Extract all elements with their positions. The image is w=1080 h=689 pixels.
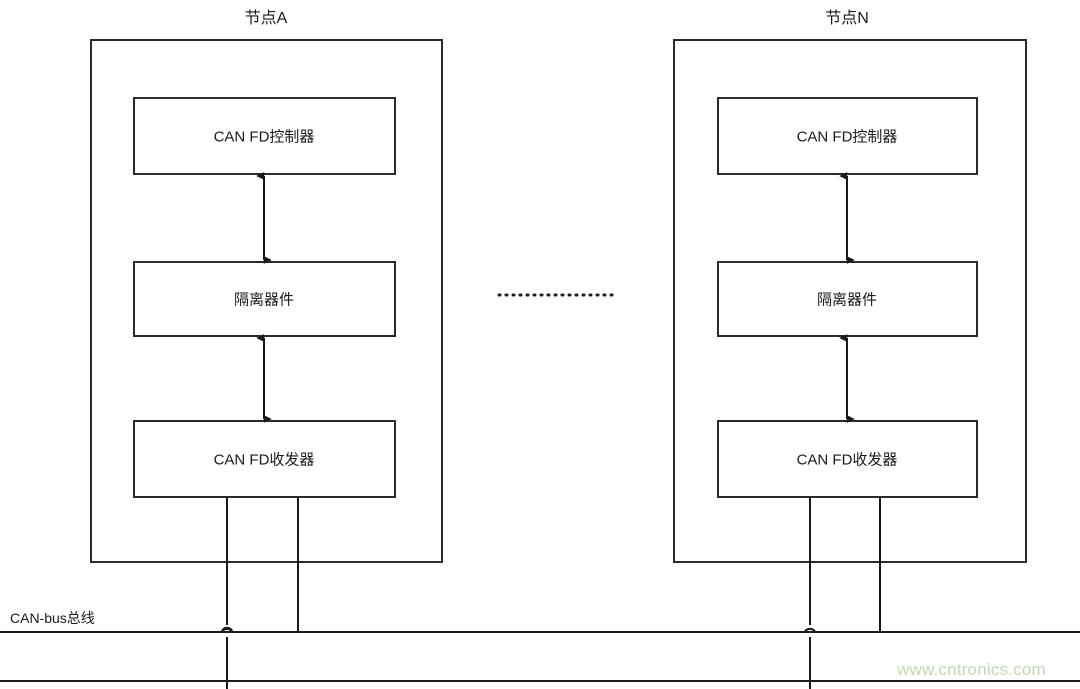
node-n-isolator-label: 隔离器件 [816, 291, 878, 309]
can-bus-label: CAN-bus总线 [10, 610, 95, 626]
node-a-controller-label: CAN FD控制器 [213, 128, 315, 146]
node-n-transceiver-label: CAN FD收发器 [796, 451, 898, 469]
node-n-controller-label: CAN FD控制器 [796, 128, 898, 146]
node-n-title: 节点N [825, 10, 869, 27]
node-n-outer-box [673, 39, 1027, 563]
node-a-transceiver-label: CAN FD收发器 [213, 451, 315, 469]
node-n-group [673, 39, 1027, 689]
node-a-outer-box [90, 39, 443, 563]
site-watermark: www.cntronics.com [897, 660, 1046, 679]
node-a-title: 节点A [244, 10, 288, 27]
can-bus-lines [0, 631, 1080, 682]
node-a-isolator-label: 隔离器件 [233, 291, 295, 309]
node-a-wire-can-h [221, 497, 233, 689]
